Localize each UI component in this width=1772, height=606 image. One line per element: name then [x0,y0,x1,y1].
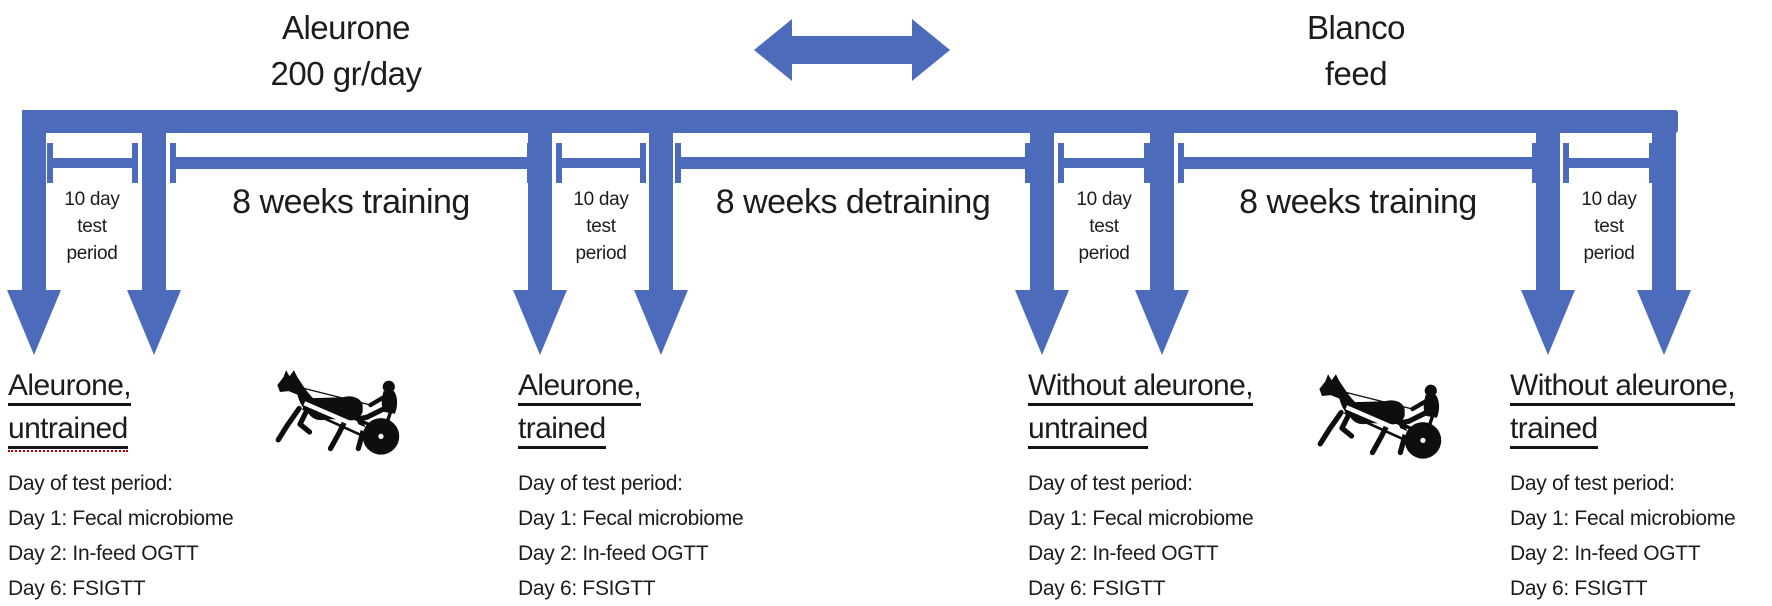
interval-bracket-detraining [675,143,1031,183]
arrow-shaft [1652,110,1676,292]
arrow-head [1015,290,1069,355]
group-title-line1: Without aleurone, [1510,369,1736,406]
bracket-tick [675,143,681,183]
interval-bracket-training-2 [1178,143,1538,183]
arrow-head [1135,290,1189,355]
bracket-line [53,158,132,168]
bracket-tick [556,143,562,183]
group-title-line2: untrained [8,412,128,449]
group-title: Aleurone, [8,364,280,407]
bracket-tick [132,143,138,183]
interval-bracket-test-2 [556,143,646,183]
timeline-bar [23,110,1678,133]
bracket-tick [1649,143,1655,183]
group-title: untrained [8,407,280,450]
group-title-line2: trained [1510,412,1598,449]
arrow-shaft [1030,110,1054,292]
group-title-line1: Without aleurone, [1028,369,1254,406]
bracket-tick [640,143,646,183]
arrow-shaft [142,110,166,292]
segment-label-training-1: 8 weeks training [232,183,470,221]
arrow-shaft [1150,110,1174,292]
segment-label-test-3: 10 day test period [1076,189,1132,264]
feed-label-aleurone: Aleurone 200 gr/day [270,9,422,92]
group-test-days: Day of test period: Day 1: Fecal microbi… [8,472,234,600]
arrow-shaft [649,110,673,292]
bracket-tick [1025,143,1031,183]
interval-bracket-training-1 [170,143,533,183]
bracket-line [562,158,640,168]
bracket-line [1064,158,1144,168]
group-test-days: Day of test period: Day 1: Fecal microbi… [1510,472,1736,600]
double-arrow-icon [754,19,950,81]
interval-bracket-test-1 [47,143,138,183]
group-without-aleurone-trained: Without aleurone, trained Day of test pe… [1510,364,1772,606]
arrow-head [634,290,688,355]
bracket-tick [1144,143,1150,183]
group-title: Aleurone, [518,364,790,407]
segment-label-test-1: 10 day test period [64,189,120,264]
group-title: trained [518,407,790,450]
interval-bracket-test-3 [1058,143,1150,183]
bracket-tick [170,143,176,183]
bracket-line [176,157,527,169]
group-aleurone-untrained: Aleurone, untrained Day of test period: … [8,364,280,606]
arrow-head [7,290,61,355]
harness-racing-horse-icon [1315,367,1463,465]
bracket-tick [1563,143,1569,183]
timeline-arrow-8 [1637,110,1691,355]
group-title: untrained [1028,407,1300,450]
bracket-tick [47,143,53,183]
group-title-line1: Aleurone, [518,369,642,406]
bracket-line [681,157,1025,169]
feed-label-blanco: Blanco feed [1307,9,1405,92]
timeline-arrow-5 [1015,110,1069,355]
group-title-line2: trained [518,412,606,449]
group-title: Without aleurone, [1510,364,1772,407]
harness-racing-horse-icon [273,363,421,461]
bracket-tick [527,143,533,183]
interval-bracket-test-4 [1563,143,1655,183]
bracket-line [1184,157,1532,169]
timeline-arrow-3 [513,110,567,355]
arrow-head [513,290,567,355]
segment-label-test-4: 10 day test period [1581,189,1637,264]
group-aleurone-trained: Aleurone, trained Day of test period: Da… [518,364,790,606]
arrow-head [1521,290,1575,355]
timeline-arrow-4 [634,110,688,355]
arrow-head [1637,290,1691,355]
segment-label-test-2: 10 day test period [573,189,629,264]
bracket-tick [1178,143,1184,183]
bracket-tick [1532,143,1538,183]
segment-label-detraining: 8 weeks detraining [715,183,991,221]
segment-label-training-2: 8 weeks training [1239,183,1477,221]
group-test-days: Day of test period: Day 1: Fecal microbi… [1028,472,1254,600]
group-title-line2: untrained [1028,412,1148,449]
timeline-arrow-7 [1521,110,1575,355]
bracket-line [1569,158,1649,168]
group-without-aleurone-untrained: Without aleurone, untrained Day of test … [1028,364,1300,606]
timeline-arrow-2 [127,110,181,355]
group-test-days: Day of test period: Day 1: Fecal microbi… [518,472,744,600]
bracket-tick [1058,143,1064,183]
group-title-line1: Aleurone, [8,369,132,406]
group-title: trained [1510,407,1772,450]
arrow-shaft [1536,110,1560,292]
group-title: Without aleurone, [1028,364,1300,407]
arrow-shaft [22,110,46,292]
timeline-arrow-6 [1135,110,1189,355]
arrow-head [127,290,181,355]
timeline-arrow-1 [7,110,61,355]
arrow-shaft [528,110,552,292]
